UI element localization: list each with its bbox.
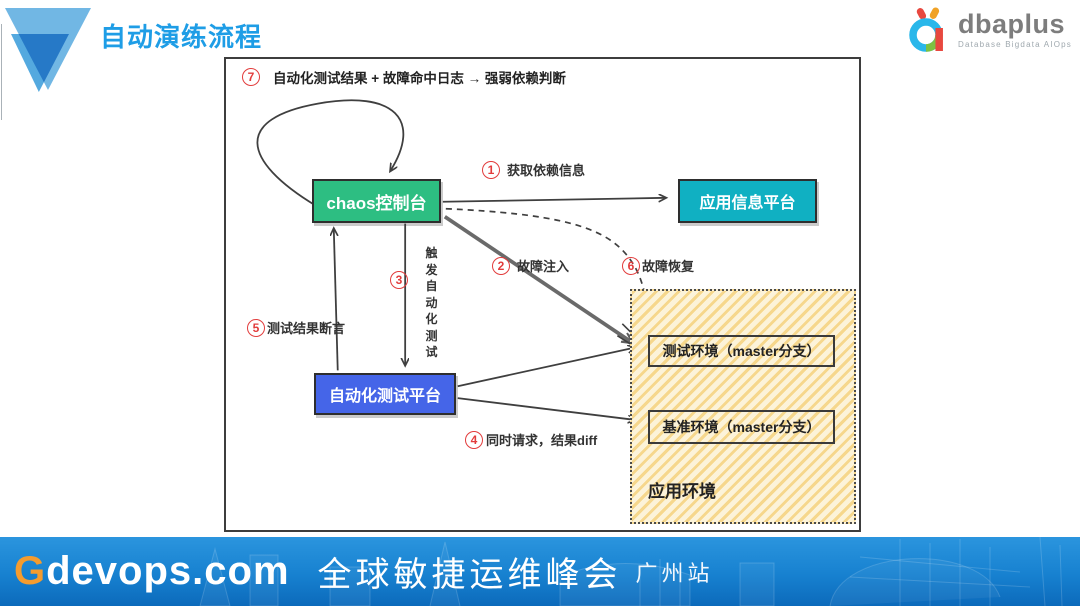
- step-4-label: 4 同时请求，结果diff: [465, 430, 597, 449]
- step-6-text: 故障恢复: [642, 259, 695, 274]
- gdevops-g-letter: G: [14, 549, 47, 593]
- arrow-1-get-dependency: [442, 198, 666, 203]
- node-test-environment: 测试环境（master分支）: [648, 335, 835, 367]
- dbaplus-wordmark: dbaplus Database Bigdata AIOps: [958, 11, 1072, 49]
- arrow-6-fault-recover-dashed: [445, 207, 648, 308]
- step-4-number: 4: [465, 430, 483, 449]
- step-3-text-vertical: 触发自动化测试: [425, 246, 438, 359]
- step-6-label: 6 故障恢复: [622, 256, 694, 275]
- slide-left-edge-line: [1, 24, 2, 120]
- step-1-number: 1: [482, 160, 500, 179]
- step-7-note: 7 自动化测试结果 + 故障命中日志 → 强弱依赖判断: [242, 67, 566, 87]
- dbaplus-brand-text: dbaplus: [957, 9, 1065, 39]
- step-1-label: 1 获取依赖信息: [482, 160, 585, 179]
- step-2-label: 2 故障注入: [492, 256, 569, 275]
- flow-diagram-canvas: 7 自动化测试结果 + 故障命中日志 → 强弱依赖判断 chaos控制台 应用信…: [224, 57, 861, 532]
- gdevops-wordmark: Gdevops.com: [14, 549, 290, 594]
- city-skyline-icon: [199, 537, 1063, 606]
- gdevops-rest-text: devops.com: [46, 549, 290, 593]
- step-2-number: 2: [492, 256, 510, 275]
- step-4-text: 同时请求，结果diff: [486, 433, 598, 448]
- node-app-info-platform: 应用信息平台: [678, 179, 817, 223]
- step-5-label: 5 测试结果断言: [247, 318, 345, 337]
- diagram-arrows: [256, 99, 859, 530]
- environment-area-label: 应用环境: [648, 482, 716, 501]
- step-5-number: 5: [247, 318, 265, 337]
- step-7-number: 7: [242, 68, 260, 86]
- page-title: 自动演练流程: [100, 22, 263, 52]
- self-loop-arrow: [256, 99, 405, 207]
- node-autotest-platform: 自动化测试平台: [314, 373, 456, 415]
- dbaplus-a-icon: [909, 7, 943, 52]
- step-2-text: 故障注入: [517, 259, 570, 274]
- arrow-4-to-test-env: [457, 348, 635, 388]
- application-environment-area: 测试环境（master分支） 基准环境（master分支） 应用环境: [630, 289, 856, 524]
- step-7-text: 自动化测试结果 + 故障命中日志 → 强弱依赖判断: [273, 71, 566, 86]
- arrow-5-assert-up: [334, 229, 338, 371]
- step-1-text: 获取依赖信息: [507, 163, 586, 178]
- step-5-text: 测试结果断言: [267, 321, 346, 336]
- step-3-number: 3: [390, 271, 408, 289]
- triangle-brand-icon: [3, 4, 103, 100]
- step-6-number: 6: [622, 256, 640, 275]
- arrow-2-fault-inject: [443, 215, 632, 343]
- event-name-text: 全球敏捷运维峰会: [317, 557, 622, 594]
- event-city-text: 广州站: [635, 560, 714, 586]
- node-base-environment: 基准环境（master分支）: [648, 410, 835, 444]
- dbaplus-logo: dbaplus Database Bigdata AIOps: [905, 5, 1072, 55]
- node-chaos-console: chaos控制台: [312, 179, 441, 223]
- footer-banner: Gdevops.com 全球敏捷运维峰会 广州站: [0, 537, 1080, 606]
- arrow-4-to-base-env: [457, 397, 635, 420]
- dbaplus-tagline: Database Bigdata AIOps: [957, 40, 1072, 49]
